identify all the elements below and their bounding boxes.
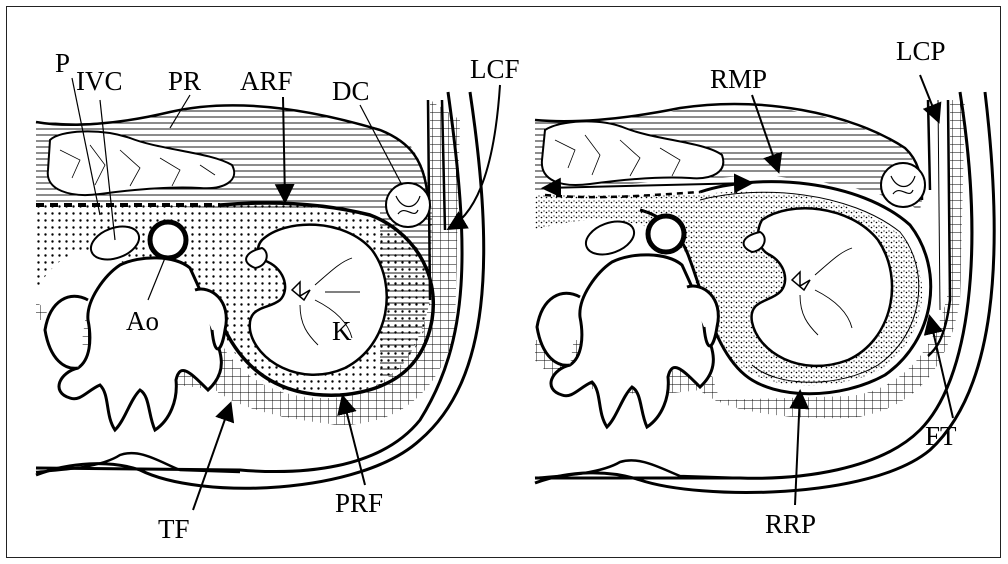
label-dc: DC [332, 76, 370, 106]
label-pr: PR [168, 66, 201, 96]
label-k: K [332, 316, 352, 346]
right-panel: LCP RMP FT RRP [535, 36, 994, 539]
label-prf: PRF [335, 488, 383, 518]
label-rmp: RMP [710, 64, 767, 94]
lateroconal-plane-inner [938, 100, 940, 310]
descending-colon [386, 183, 430, 227]
label-p: P [55, 48, 70, 78]
label-lcp: LCP [896, 36, 946, 66]
right-aorta [648, 216, 684, 252]
pointer-tf [193, 405, 230, 510]
label-lcf: LCF [470, 54, 520, 84]
right-descending-colon [881, 163, 925, 207]
label-tf: TF [158, 514, 190, 544]
aorta [150, 222, 186, 258]
right-skin-bottom [535, 460, 740, 478]
label-arf: ARF [240, 66, 293, 96]
label-ivc: IVC [76, 66, 123, 96]
label-ft: FT [925, 421, 957, 451]
left-panel: P IVC PR ARF DC LCF Ao K TF PRF [36, 48, 520, 544]
vertebra-transverse-left [45, 296, 88, 368]
label-rrp: RRP [765, 509, 816, 539]
label-ao: Ao [126, 306, 159, 336]
